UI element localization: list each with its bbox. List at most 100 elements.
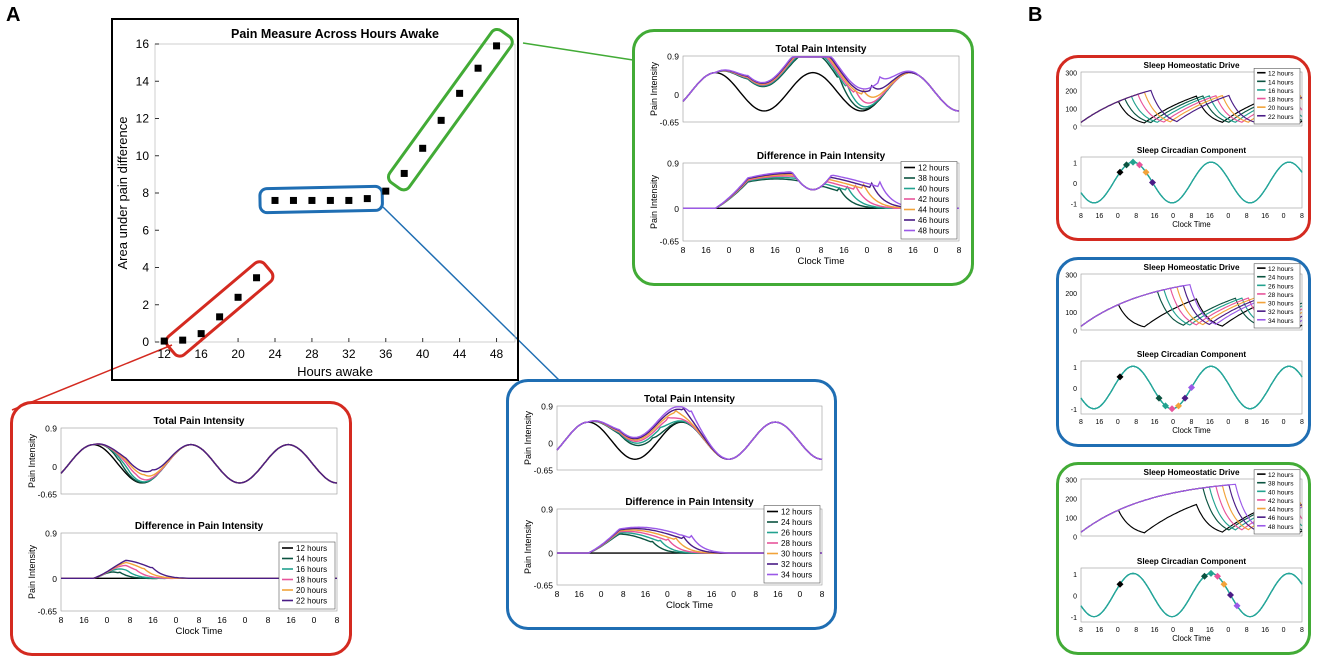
legend-entry: 42 hours [918, 195, 949, 204]
x-tick-label: 16 [641, 589, 651, 599]
y-tick-label: 1 [1073, 365, 1077, 372]
scatter-point [160, 337, 168, 345]
legend-box [1253, 263, 1301, 329]
legend-entry: 32 hours [781, 560, 812, 569]
y-tick-label: 2 [142, 298, 149, 312]
legend-entry: 12 hours [296, 544, 327, 553]
legend-entry: 30 hours [1268, 301, 1294, 308]
series-line-48 [1080, 572, 1303, 618]
legend-entry: 12 hours [918, 164, 949, 173]
x-axis-label: Clock Time [1172, 634, 1210, 643]
x-axis-label: Clock Time [176, 626, 223, 637]
y-tick-label: 16 [136, 37, 150, 51]
x-tick-label: 20 [231, 347, 245, 361]
x-tick-label: 0 [731, 589, 736, 599]
scatter-point [308, 196, 316, 204]
x-axis-label: Clock Time [666, 600, 713, 611]
subplot-title: Sleep Circadian Component [1137, 350, 1246, 359]
legend-entry: 28 hours [781, 539, 812, 548]
wake-marker-34 [1188, 384, 1195, 391]
x-tick-label: 0 [1282, 213, 1286, 220]
x-tick-label: 8 [957, 245, 962, 255]
x-tick-label: 8 [1190, 419, 1194, 426]
x-tick-label: 8 [753, 589, 758, 599]
wake-marker-40 [1207, 569, 1215, 577]
y-tick-label: -0.65 [660, 237, 680, 247]
wake-marker-20 [1142, 168, 1150, 176]
x-tick-label: 16 [1096, 419, 1104, 426]
x-tick-label: 0 [1171, 419, 1175, 426]
panel-label-b: B [1028, 4, 1043, 26]
legend-box [278, 541, 336, 610]
wake-marker-48 [1233, 602, 1241, 610]
x-tick-label: 16 [839, 245, 849, 255]
x-tick-label: 16 [1206, 213, 1214, 220]
legend-entry: 48 hours [1268, 524, 1294, 531]
x-axis-label: Clock Time [1172, 220, 1210, 229]
scatter-point [253, 274, 261, 282]
x-tick-label: 8 [1245, 213, 1249, 220]
x-tick-label: 8 [888, 245, 893, 255]
scatter-point [400, 169, 408, 177]
y-tick-label: 0.9 [667, 159, 679, 169]
x-tick-label: 0 [312, 615, 317, 625]
x-tick-label: 0 [1282, 627, 1286, 634]
legend-entry: 28 hours [1268, 292, 1294, 299]
legend-entry: 16 hours [1268, 88, 1294, 95]
x-tick-label: 8 [1245, 627, 1249, 634]
subplot-area [682, 55, 960, 123]
wake-marker-12 [1116, 580, 1124, 588]
x-tick-label: 16 [1096, 627, 1104, 634]
x-tick-label: 0 [1282, 419, 1286, 426]
x-tick-label: 40 [416, 347, 430, 361]
wake-marker-24 [1155, 394, 1163, 402]
x-tick-label: 0 [798, 589, 803, 599]
x-tick-label: 8 [1134, 419, 1138, 426]
x-tick-label: 8 [59, 615, 64, 625]
y-tick-label: 0.9 [45, 529, 57, 539]
y-tick-label: 0 [548, 439, 553, 449]
y-axis-label: Pain Intensity [649, 174, 659, 229]
legend-entry: 18 hours [1268, 97, 1294, 104]
x-tick-label: 28 [305, 347, 319, 361]
y-tick-label: 0 [52, 462, 57, 472]
legend-entry: 24 hours [1268, 275, 1294, 282]
subplot-title: Sleep Homeostatic Drive [1143, 263, 1239, 272]
subplot-title: Difference in Pain Intensity [757, 151, 886, 162]
x-tick-label: 8 [1079, 213, 1083, 220]
legend-entry: 12 hours [1268, 71, 1294, 78]
x-tick-label: 36 [379, 347, 393, 361]
wake-marker-44 [1220, 580, 1228, 588]
x-tick-label: 0 [796, 245, 801, 255]
wake-marker-22 [1149, 179, 1156, 186]
x-tick-label: 16 [773, 589, 783, 599]
y-tick-label: 0 [1073, 386, 1077, 393]
y-tick-label: 100 [1065, 107, 1077, 114]
legend-entry: 20 hours [296, 586, 327, 595]
x-tick-label: 8 [681, 245, 686, 255]
x-tick-label: 16 [1151, 213, 1159, 220]
legend-box [763, 505, 821, 584]
legend-entry: 22 hours [296, 597, 327, 606]
scatter-point [437, 116, 445, 124]
scatter-point [363, 195, 371, 203]
y-tick-label: 0.9 [541, 402, 553, 412]
x-tick-label: 0 [665, 589, 670, 599]
y-tick-label: -0.65 [534, 466, 554, 476]
x-tick-label: 0 [1226, 419, 1230, 426]
x-tick-label: 8 [555, 589, 560, 599]
legend-entry: 40 hours [918, 185, 949, 194]
x-axis-label: Hours awake [297, 364, 373, 379]
y-tick-label: 0 [142, 335, 149, 349]
y-tick-label: 1 [1073, 572, 1077, 579]
y-tick-label: 300 [1065, 478, 1077, 485]
y-tick-label: 10 [136, 149, 150, 163]
wake-marker-16 [1129, 158, 1137, 166]
